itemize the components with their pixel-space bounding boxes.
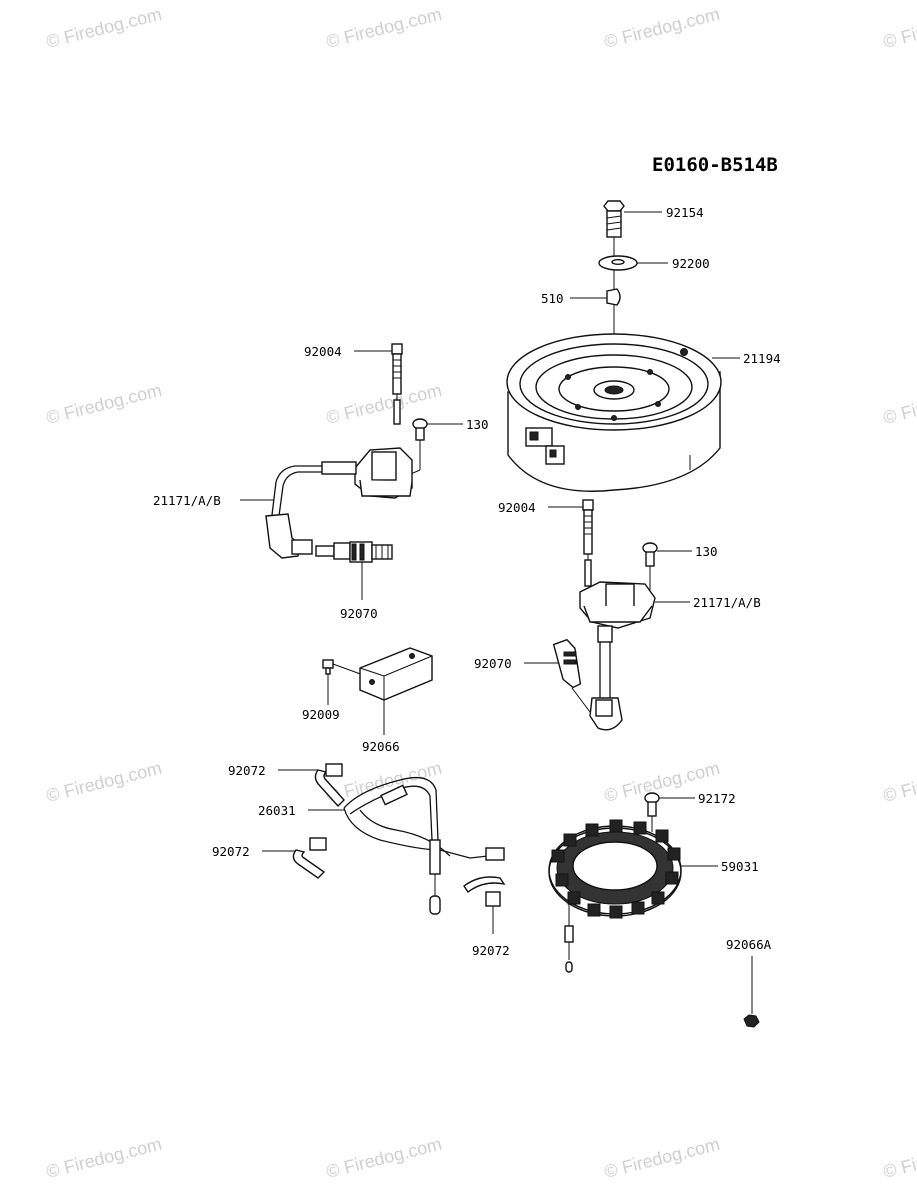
callout-21171-left: 21171/A/B — [153, 493, 221, 508]
leader-lines — [240, 211, 740, 867]
spark-plug-right[interactable] — [552, 638, 591, 713]
callout-92004-right: 92004 — [498, 500, 536, 515]
watermark: © Firedog.com — [602, 4, 722, 52]
screw-92009[interactable] — [322, 659, 367, 705]
diagram-code: E0160-B514B — [652, 154, 778, 176]
watermark: © Firedog.com — [44, 380, 164, 428]
stator-59031[interactable] — [548, 819, 682, 973]
stud-92004-left[interactable] — [391, 343, 403, 425]
watermark: © Firedog.com — [324, 4, 444, 52]
screw-92172[interactable] — [644, 792, 660, 832]
callout-510: 510 — [541, 291, 564, 306]
bolt-92154[interactable] — [603, 200, 625, 238]
high-tension-lead-left[interactable] — [271, 465, 322, 517]
callout-26031: 26031 — [258, 803, 296, 818]
callout-130-right: 130 — [695, 544, 718, 559]
watermarks: © Firedog.com © Firedog.com © Firedog.co… — [44, 4, 917, 1182]
callout-92072-bottom: 92072 — [472, 943, 510, 958]
screw-130-left[interactable] — [405, 418, 428, 477]
stud-92004-right[interactable] — [582, 499, 594, 587]
watermark: © Firedog.com — [881, 380, 917, 428]
ignition-coil-left[interactable] — [321, 447, 413, 499]
callout-59031: 59031 — [721, 859, 759, 874]
callout-92200: 92200 — [672, 256, 710, 271]
callout-92009: 92009 — [302, 707, 340, 722]
watermark: © Firedog.com — [44, 758, 164, 806]
watermark: © Firedog.com — [881, 758, 917, 806]
washer-92200[interactable] — [598, 255, 638, 271]
watermark: © Firedog.com — [324, 1134, 444, 1182]
callout-130-left: 130 — [466, 417, 489, 432]
callout-92004-left: 92004 — [304, 344, 342, 359]
key-510[interactable] — [606, 288, 621, 306]
callout-21194: 21194 — [743, 351, 781, 366]
high-tension-lead-right[interactable] — [599, 642, 611, 700]
nut-92066A[interactable] — [743, 956, 760, 1028]
clamp-92072-top[interactable] — [314, 763, 345, 808]
clamp-92072-bottom[interactable] — [463, 876, 506, 934]
callout-21171-right: 21171/A/B — [693, 595, 761, 610]
ignition-coil-right[interactable] — [579, 581, 656, 643]
plug-cap-left[interactable] — [265, 513, 313, 559]
flywheel-21194[interactable] — [506, 333, 722, 492]
watermark: © Firedog.com — [881, 1134, 917, 1182]
callout-92066A: 92066A — [726, 937, 772, 952]
callout-92070-right: 92070 — [474, 656, 512, 671]
callout-labels: 92154 92200 510 21194 92004 130 21171/A/… — [153, 205, 781, 958]
callout-92072-top: 92072 — [228, 763, 266, 778]
wiring-harness-26031[interactable] — [343, 776, 505, 915]
watermark: © Firedog.com — [44, 1134, 164, 1182]
callout-92066: 92066 — [362, 739, 400, 754]
callout-92072-middle: 92072 — [212, 844, 250, 859]
spark-plug-left[interactable] — [315, 541, 393, 563]
callout-92070-left: 92070 — [340, 606, 378, 621]
watermark: © Firedog.com — [881, 4, 917, 52]
regulator-92066[interactable] — [359, 647, 433, 735]
callout-92154: 92154 — [666, 205, 704, 220]
plug-cap-right[interactable] — [589, 697, 623, 731]
clamp-92072-middle[interactable] — [292, 837, 327, 879]
watermark: © Firedog.com — [44, 4, 164, 52]
watermark: © Firedog.com — [602, 1134, 722, 1182]
callout-92172: 92172 — [698, 791, 736, 806]
